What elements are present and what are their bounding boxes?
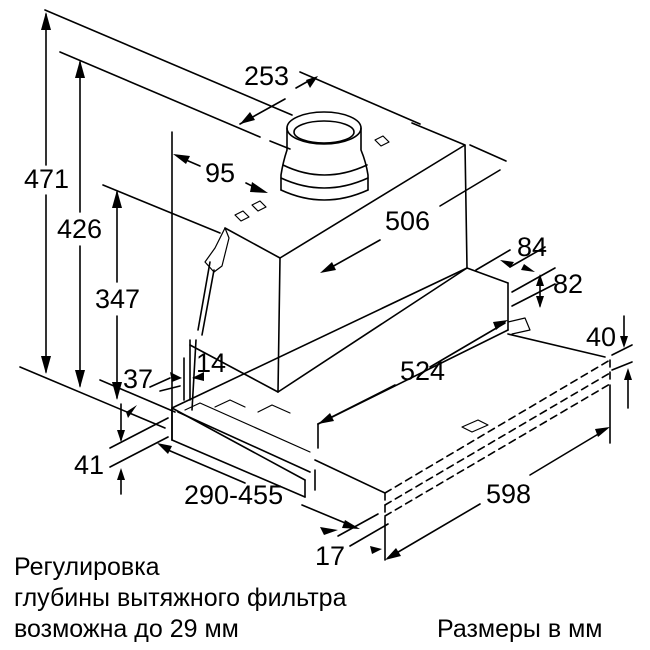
dim-41-label: 41: [74, 450, 105, 480]
units-note: Размеры в мм: [437, 615, 603, 643]
dim-253-label: 253: [244, 61, 290, 91]
dim-40-lines: [611, 315, 633, 409]
round-duct: [280, 111, 369, 201]
hood-body: [191, 122, 468, 411]
dim-506-lines: [320, 144, 507, 273]
dim-84-82-lines: [475, 246, 556, 308]
dashed-filter: [384, 359, 611, 561]
extension-lines: [19, 9, 293, 441]
dim-95-label: 95: [205, 158, 236, 188]
dim-598-label: 598: [486, 479, 532, 509]
dim-253-lines: [239, 71, 421, 125]
dim-82-label: 82: [553, 269, 584, 299]
dim-95-lines: [173, 154, 268, 193]
dim-37-label: 37: [123, 364, 154, 394]
dim-506-label: 506: [385, 206, 431, 236]
dim-347-label: 347: [95, 284, 141, 314]
slide-body: [171, 267, 606, 498]
dim-84-label: 84: [517, 232, 548, 262]
dim-14-label: 14: [196, 348, 227, 378]
dim-41-lines: [109, 403, 169, 495]
dim-290-455-label: 290-455: [184, 480, 284, 510]
dim-471-label: 471: [24, 164, 70, 194]
filter-adjustment-note-line1: Регулировка: [14, 553, 160, 581]
vertical-dims: [41, 12, 122, 400]
filter-adjustment-note-line2: глубины вытяжного фильтра: [14, 584, 347, 612]
dim-40-label: 40: [586, 322, 617, 352]
dim-426-label: 426: [57, 214, 103, 244]
dim-17-label: 17: [315, 541, 346, 571]
filter-adjustment-note-line3: возможна до 29 мм: [14, 615, 239, 643]
dim-17-lines: [320, 513, 389, 554]
dim-598-lines: [385, 427, 610, 560]
dim-37-14-lines: [149, 339, 204, 401]
dim-524-lines: [317, 320, 508, 425]
dim-524-label: 524: [400, 356, 446, 386]
